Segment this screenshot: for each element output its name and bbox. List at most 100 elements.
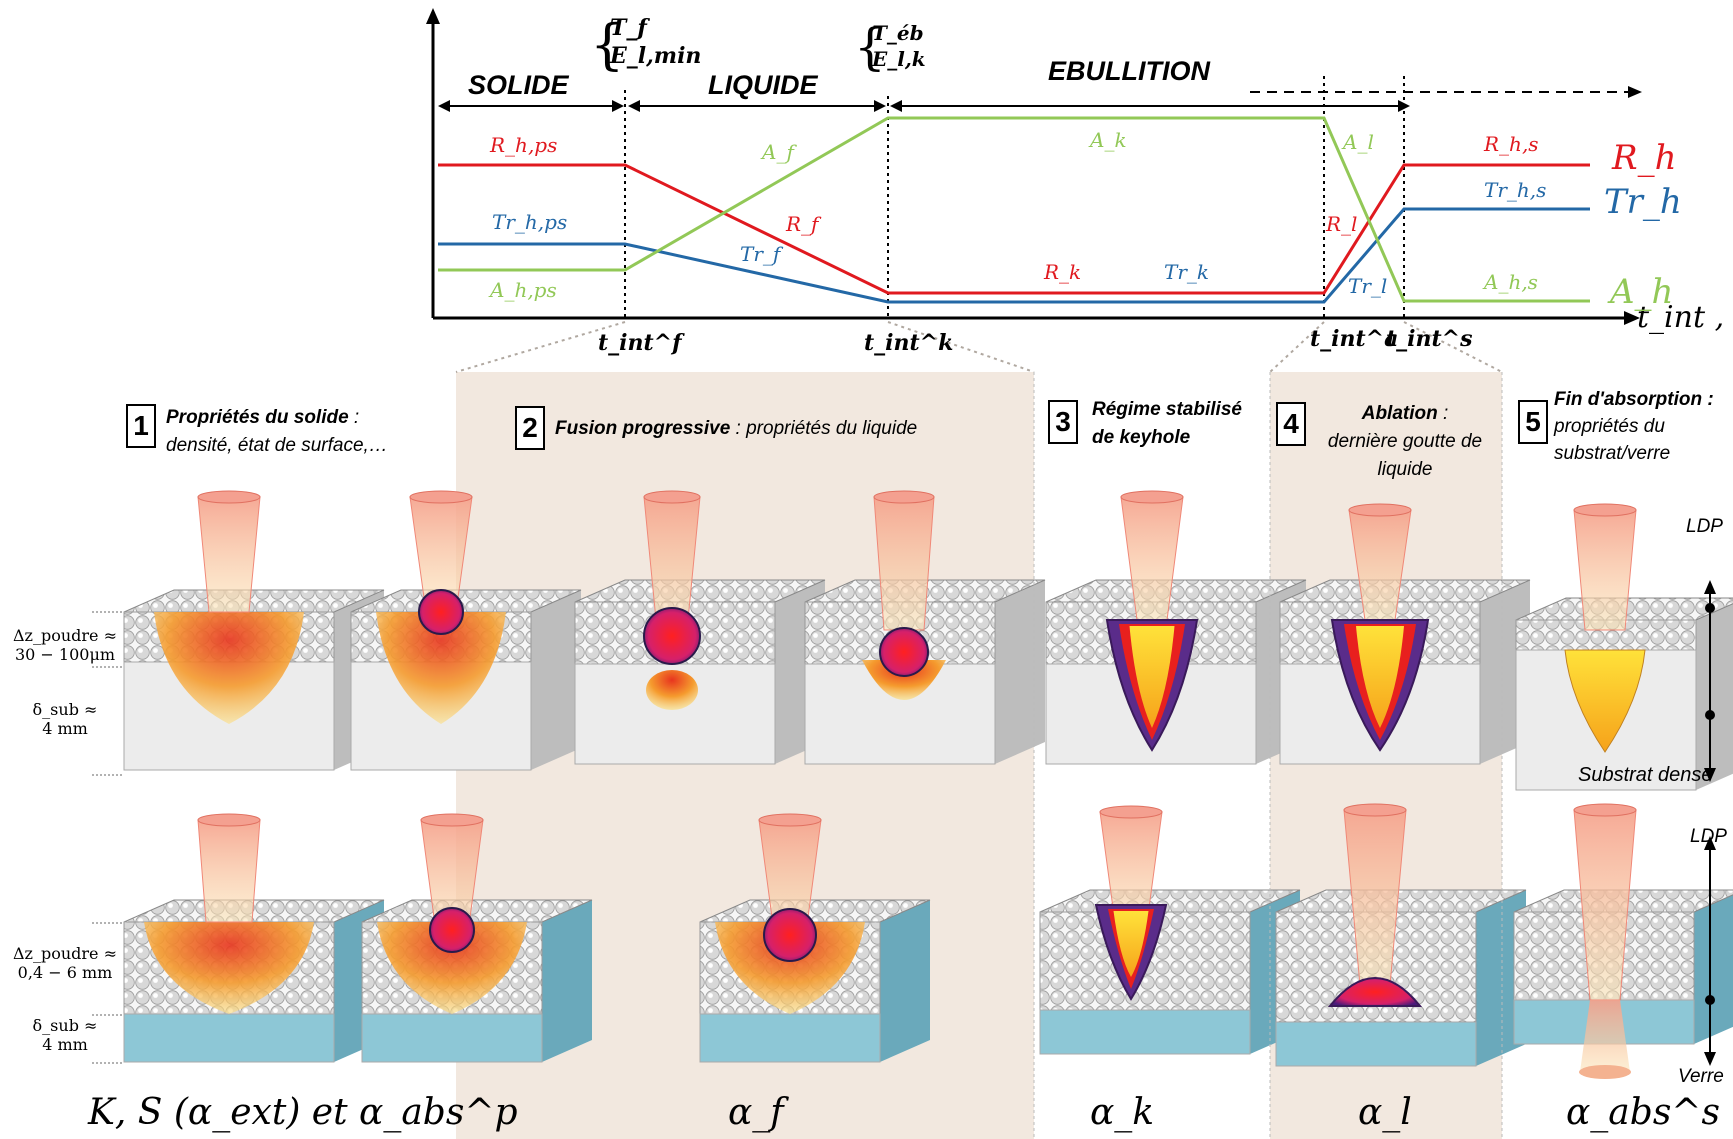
- block-side-face: [531, 590, 581, 770]
- label-trh-ps: Tr_h,ps: [492, 210, 568, 234]
- arrow-dashed-head: [1628, 86, 1642, 98]
- verre-arrow-head: [1704, 1052, 1716, 1066]
- substrat-dot: [1705, 710, 1715, 720]
- heat-zone: [862, 660, 946, 700]
- label-al: A_l: [1343, 130, 1374, 154]
- block-side-face: [1694, 894, 1733, 1044]
- melt-pool: [879, 627, 929, 677]
- tick-label-s: t_int^s: [1386, 326, 1473, 352]
- stage5-text: propriétés du: [1554, 416, 1665, 437]
- stage5-caption: Fin d'absorption : propriétés du substra…: [1554, 386, 1714, 467]
- stage3-block-b: [1039, 805, 1301, 1055]
- stage5-number: 5: [1518, 400, 1548, 444]
- transmittance-curve: [438, 207, 1590, 304]
- dz-top-line2: 30 − 100μm: [14, 645, 116, 664]
- stage2-title: Fusion progressive: [555, 418, 731, 439]
- substrat-label: Substrat dense: [1578, 764, 1713, 786]
- stage2-block-b: [804, 490, 1046, 765]
- zoom-line-2: [1269, 321, 1325, 373]
- substrat-arrow-head: [1704, 768, 1716, 782]
- stage4-caption: Ablation : dernière goutte de liquide: [1310, 400, 1500, 484]
- stage3-title: Régime stabilisé: [1092, 399, 1242, 420]
- laser-beam-top: [643, 490, 701, 504]
- laser-beam-top: [1573, 503, 1637, 517]
- stage3-caption: Régime stabilisé de keyhole: [1092, 396, 1242, 452]
- glass-substrate: [1039, 1009, 1251, 1055]
- brace-fusion: { T_f E_l,min: [590, 13, 702, 76]
- block-side-face: [880, 900, 930, 1062]
- stage2-number: 2: [515, 406, 545, 450]
- transmitted-beam-end: [1579, 1065, 1631, 1079]
- stage1-colon: :: [348, 407, 360, 428]
- label-ah: A_h: [1610, 272, 1674, 312]
- glass-substrate: [361, 1013, 543, 1063]
- stage5-melt-zone: [1564, 649, 1646, 753]
- dz-top-label: Δz_poudre ≈ 30 − 100μm: [10, 626, 120, 664]
- absorbance-curve: [438, 116, 1590, 303]
- heat-zone: [376, 612, 506, 724]
- laser-beam-top: [758, 813, 822, 827]
- glass-substrate: [123, 1013, 335, 1063]
- stage5-text2: substrat/verre: [1554, 443, 1671, 464]
- label-rh-ps: R_h,ps: [490, 133, 558, 157]
- stage1-alpha: K, S (α_ext) et α_abs^p: [88, 1092, 518, 1133]
- label-rhs: R_h,s: [1484, 132, 1539, 156]
- stage4-colon: :: [1437, 403, 1449, 424]
- keyhole-cavity: [1356, 626, 1404, 728]
- stage4-text: dernière goutte de: [1327, 431, 1483, 452]
- arrow-liquide-head-right: [874, 100, 886, 112]
- dz-bot-line1: Δz_poudre ≈: [12, 944, 117, 963]
- zoom-line-3: [1403, 321, 1503, 373]
- melt-pool: [418, 589, 464, 635]
- ldp-bot-label: LDP: [1690, 826, 1727, 847]
- laser-beam: [197, 819, 261, 923]
- stage5-title: Fin d'absorption :: [1554, 389, 1714, 410]
- label-rk: R_k: [1044, 260, 1082, 284]
- glass-substrate: [699, 1013, 881, 1063]
- laser-beam-top: [1120, 490, 1184, 504]
- laser-beam-top: [1099, 805, 1163, 819]
- stage4-block-b: [1275, 803, 1527, 1067]
- laser-beam: [197, 496, 261, 613]
- label-trl: Tr_l: [1348, 274, 1388, 298]
- heat-drop: [646, 670, 698, 710]
- brace-boil: { T_éb E_l,k: [854, 18, 926, 76]
- laser-beam-top: [1348, 503, 1412, 517]
- laser-beam: [873, 496, 935, 631]
- dz-bot-line2: 0,4 − 6 mm: [17, 963, 113, 982]
- stage3-number: 3: [1048, 400, 1078, 444]
- label-rh: R_h: [1612, 138, 1677, 178]
- melt-pool: [643, 607, 701, 665]
- stage1-block-b: [350, 490, 582, 771]
- x-axis-arrow: [1624, 311, 1640, 325]
- stage1-block-c: [123, 813, 385, 1063]
- stage2-block-c: [699, 813, 931, 1063]
- stage1-block-a: [123, 490, 385, 771]
- block-side-face: [995, 580, 1045, 764]
- verre-label: Verre: [1678, 1066, 1724, 1087]
- phase-solide: SOLIDE: [468, 70, 569, 100]
- tick-label-a: t_int^a: [1310, 326, 1399, 352]
- tick-label-f: t_int^f: [598, 330, 682, 356]
- y-axis-arrow: [426, 8, 440, 24]
- arrow-solide-head-left: [438, 100, 450, 112]
- stage3-title2: de keyhole: [1092, 427, 1191, 448]
- stage4-block: [1279, 503, 1531, 765]
- heat-zone: [144, 922, 314, 1014]
- melt-pool: [429, 907, 475, 953]
- label-trh: Tr_h: [1604, 182, 1682, 222]
- label-ahs: A_h,s: [1484, 270, 1538, 294]
- stage1-block-d: [361, 813, 593, 1063]
- label-ak: A_k: [1090, 128, 1127, 152]
- stage5-alpha: α_abs^s: [1566, 1092, 1720, 1133]
- label-ah-ps: A_h,ps: [490, 278, 557, 302]
- laser-beam-top: [197, 813, 261, 827]
- brace-fusion-line1: T_f: [610, 15, 647, 41]
- stage4-last-drop: [1327, 977, 1423, 1007]
- laser-beam-top: [1573, 803, 1637, 817]
- ldp-bot-arrow-head: [1704, 836, 1716, 850]
- stage3-block: [1045, 490, 1307, 765]
- stage4-alpha: α_l: [1358, 1092, 1412, 1133]
- arrow-solide-head-right: [612, 100, 624, 112]
- stage2-colon: : propriétés du liquide: [730, 418, 918, 439]
